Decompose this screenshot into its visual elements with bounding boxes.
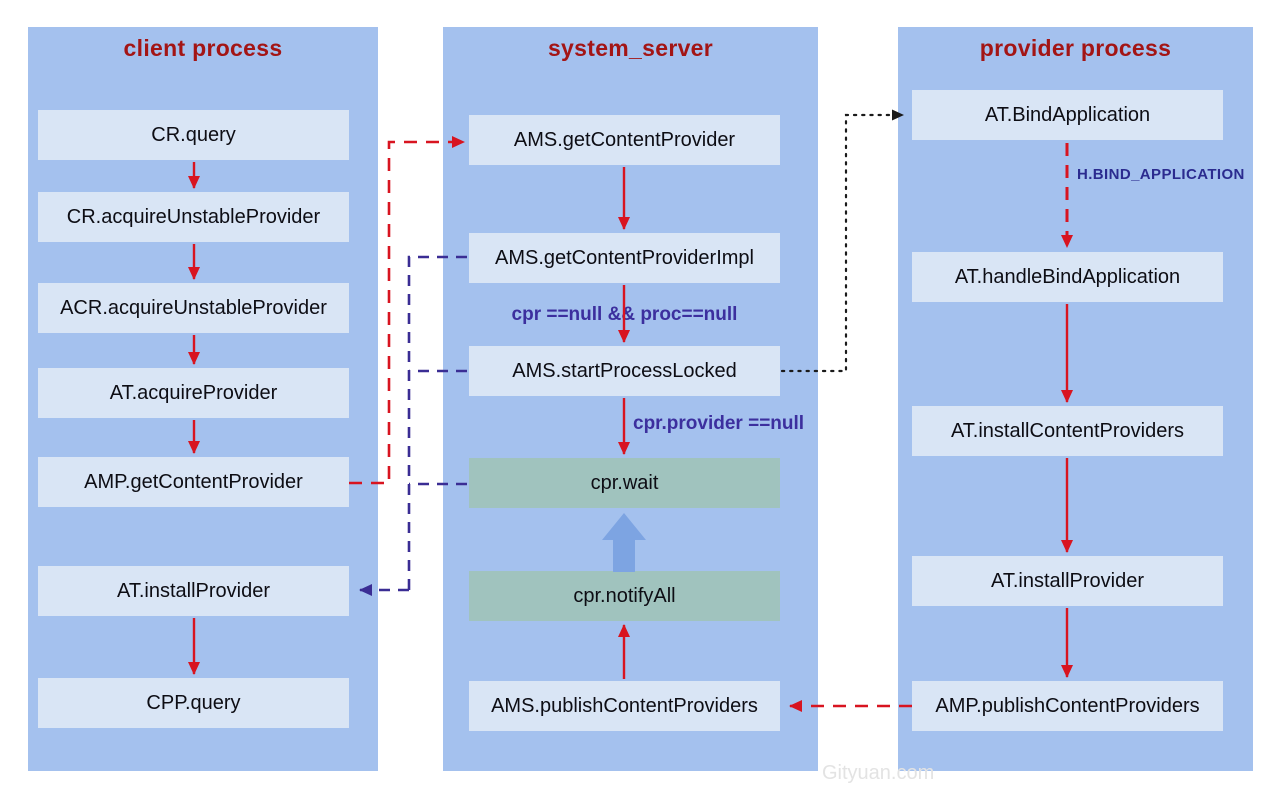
- node-ams-start-process-locked: AMS.startProcessLocked: [469, 346, 780, 396]
- node-ams-publish-content-providers: AMS.publishContentProviders: [469, 681, 780, 731]
- node-amp-get-content-provider: AMP.getContentProvider: [38, 457, 349, 507]
- node-at-install-content-providers: AT.installContentProviders: [912, 406, 1223, 456]
- condition-cpr-provider-null: cpr.provider ==null: [633, 413, 805, 434]
- node-ams-get-content-provider: AMS.getContentProvider: [469, 115, 780, 165]
- node-at-acquire-provider: AT.acquireProvider: [38, 368, 349, 418]
- node-ams-get-content-provider-impl: AMS.getContentProviderImpl: [469, 233, 780, 283]
- node-at-bind-application: AT.BindApplication: [912, 90, 1223, 140]
- node-at-install-provider-provider: AT.installProvider: [912, 556, 1223, 606]
- label-h-bind-application: H.BIND_APPLICATION: [1077, 166, 1245, 183]
- system-server-title: system_server: [547, 35, 714, 61]
- node-cpp-query: CPP.query: [38, 678, 349, 728]
- provider-process-lane: [898, 27, 1253, 771]
- node-amp-publish-content-providers: AMP.publishContentProviders: [912, 681, 1223, 731]
- node-cr-acquire-unstable-provider: CR.acquireUnstableProvider: [38, 192, 349, 242]
- node-cr-query: CR.query: [38, 110, 349, 160]
- provider-process-title: provider process: [979, 35, 1172, 61]
- node-cpr-notify-all: cpr.notifyAll: [469, 571, 780, 621]
- client-process-title: client process: [123, 35, 283, 61]
- node-cpr-wait: cpr.wait: [469, 458, 780, 508]
- watermark: Gityuan.com: [822, 762, 935, 784]
- node-at-install-provider-client: AT.installProvider: [38, 566, 349, 616]
- node-acr-acquire-unstable-provider: ACR.acquireUnstableProvider: [38, 283, 349, 333]
- node-at-handle-bind-application: AT.handleBindApplication: [912, 252, 1223, 302]
- condition-cpr-null-proc-null: cpr ==null && proc==null: [511, 304, 738, 325]
